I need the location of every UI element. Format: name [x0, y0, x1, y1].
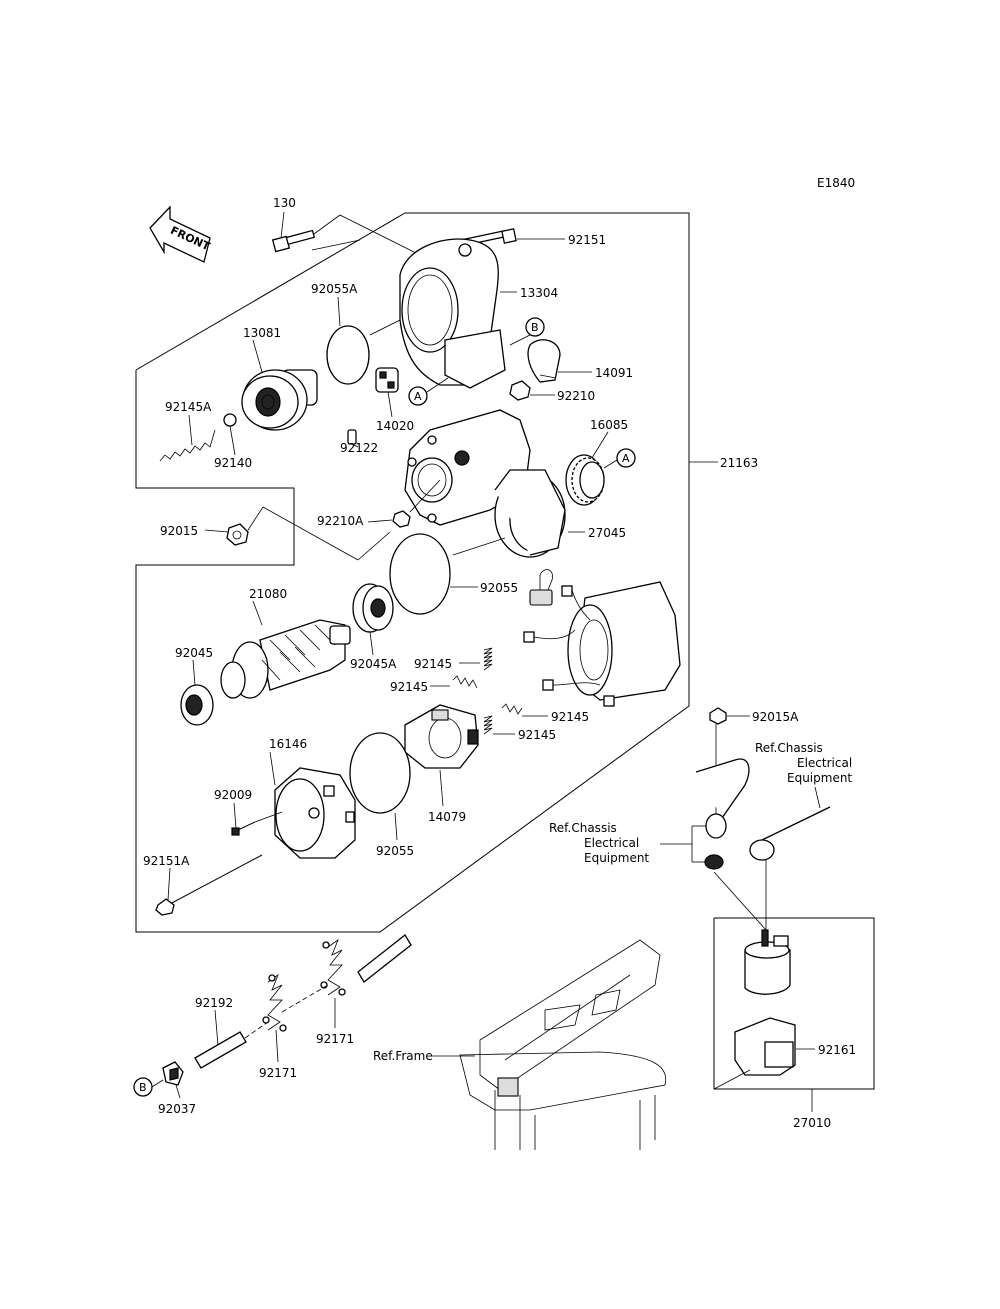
- sleeve-top-icon: [357, 934, 412, 983]
- ref-chassis-top-line3: Equipment: [787, 771, 852, 785]
- label-92015A: 92015A: [752, 710, 799, 724]
- spring-92145A-icon: [159, 429, 216, 462]
- label-21163: 21163: [720, 456, 758, 470]
- o-ring-92055-top-icon: [389, 533, 451, 615]
- gear-16085-icon: [565, 454, 605, 506]
- brush-holder-14079-icon: [404, 704, 479, 769]
- label-92151: 92151: [568, 233, 606, 247]
- spring-92145-a-icon: [483, 647, 493, 671]
- label-13304: 13304: [520, 286, 558, 300]
- marker-b-top-icon: [525, 317, 545, 337]
- nut-92210-icon: [509, 380, 531, 401]
- label-92145-c: 92145: [551, 710, 589, 724]
- grommet-92171-left-icon: [262, 973, 287, 1032]
- label-92210A: 92210A: [317, 514, 364, 528]
- rear-cover-16146-icon: [274, 767, 356, 859]
- sleeve-92192-icon: [194, 1031, 247, 1069]
- nut-92015-icon: [226, 523, 249, 546]
- assembly-21163-outline: [135, 212, 690, 933]
- nut-92210A-icon: [392, 510, 411, 528]
- label-92145-a: 92145: [414, 657, 452, 671]
- label-92045: 92045: [175, 646, 213, 660]
- label-92161: 92161: [818, 1043, 856, 1057]
- assembly-27010-outline: [713, 917, 875, 1090]
- pinion-13081-icon: [241, 369, 318, 431]
- label-130: 130: [273, 196, 296, 210]
- ref-chassis-top-line2: Electrical: [797, 756, 852, 770]
- bolt-130-icon: [271, 229, 316, 253]
- screw-92009-icon: [231, 821, 256, 836]
- cable-top-icon: [695, 758, 831, 841]
- frame-icon: [459, 939, 667, 1150]
- nut-92015A-icon: [709, 707, 727, 725]
- bearing-92045A-icon: [352, 583, 394, 633]
- label-92037: 92037: [158, 1102, 196, 1116]
- ball-92140-icon: [223, 413, 237, 427]
- o-ring-92055-bottom-icon: [349, 732, 411, 814]
- label-92145-b: 92145: [390, 680, 428, 694]
- marker-a-right: A: [622, 452, 630, 465]
- label-92122: 92122: [340, 441, 378, 455]
- cap-14091-icon: [527, 339, 561, 383]
- ref-chassis-mid-line3: Equipment: [584, 851, 649, 865]
- label-14091: 14091: [595, 366, 633, 380]
- bolt-92151A-icon: [155, 854, 263, 916]
- cable-boots-icon: [704, 813, 775, 870]
- label-92171-left: 92171: [259, 1066, 297, 1080]
- label-92140: 92140: [214, 456, 252, 470]
- marker-b-bottom: B: [139, 1081, 147, 1094]
- label-92210: 92210: [557, 389, 595, 403]
- label-92171-right: 92171: [316, 1032, 354, 1046]
- label-92055A: 92055A: [311, 282, 358, 296]
- plate-27045-icon: [494, 469, 566, 558]
- label-92045A: 92045A: [350, 657, 397, 671]
- label-92009: 92009: [214, 788, 252, 802]
- marker-a-right-icon: [616, 448, 636, 468]
- marker-b-top: B: [531, 321, 539, 334]
- spring-92145-c-icon: [501, 703, 523, 715]
- label-13081: 13081: [243, 326, 281, 340]
- label-27045: 27045: [588, 526, 626, 540]
- label-92145-d: 92145: [518, 728, 556, 742]
- collar-14020-icon: [375, 367, 399, 393]
- front-arrow-icon: FRONT: [149, 205, 212, 263]
- label-27010: 27010: [793, 1116, 831, 1130]
- label-14079: 14079: [428, 810, 466, 824]
- marker-a-top-icon: [408, 386, 428, 406]
- housing-13304-icon: [399, 238, 506, 389]
- ref-chassis-top-line1: Ref.Chassis: [755, 741, 823, 755]
- label-16146: 16146: [269, 737, 307, 751]
- clamp-92037-icon: [162, 1061, 184, 1086]
- ref-chassis-mid-line2: Electrical: [584, 836, 639, 850]
- label-92015: 92015: [160, 524, 198, 538]
- label-92151A: 92151A: [143, 854, 190, 868]
- starter-relay-icon: [734, 929, 796, 1076]
- marker-a-top: A: [414, 390, 422, 403]
- ref-frame: Ref.Frame: [373, 1049, 433, 1063]
- armature-21080-icon: [220, 619, 351, 699]
- spring-92145-b-icon: [452, 675, 478, 689]
- diagram-code: E1840: [817, 176, 855, 190]
- label-92055-top: 92055: [480, 581, 518, 595]
- label-92145A: 92145A: [165, 400, 212, 414]
- label-16085: 16085: [590, 418, 628, 432]
- label-14020: 14020: [376, 419, 414, 433]
- ref-chassis-mid-line1: Ref.Chassis: [549, 821, 617, 835]
- spring-92145-d-icon: [483, 715, 493, 735]
- bearing-92045-icon: [180, 684, 214, 726]
- label-92055-bottom: 92055: [376, 844, 414, 858]
- label-21080: 21080: [249, 587, 287, 601]
- label-92192: 92192: [195, 996, 233, 1010]
- yoke-icon: [523, 569, 681, 707]
- o-ring-92055A-icon: [326, 325, 370, 385]
